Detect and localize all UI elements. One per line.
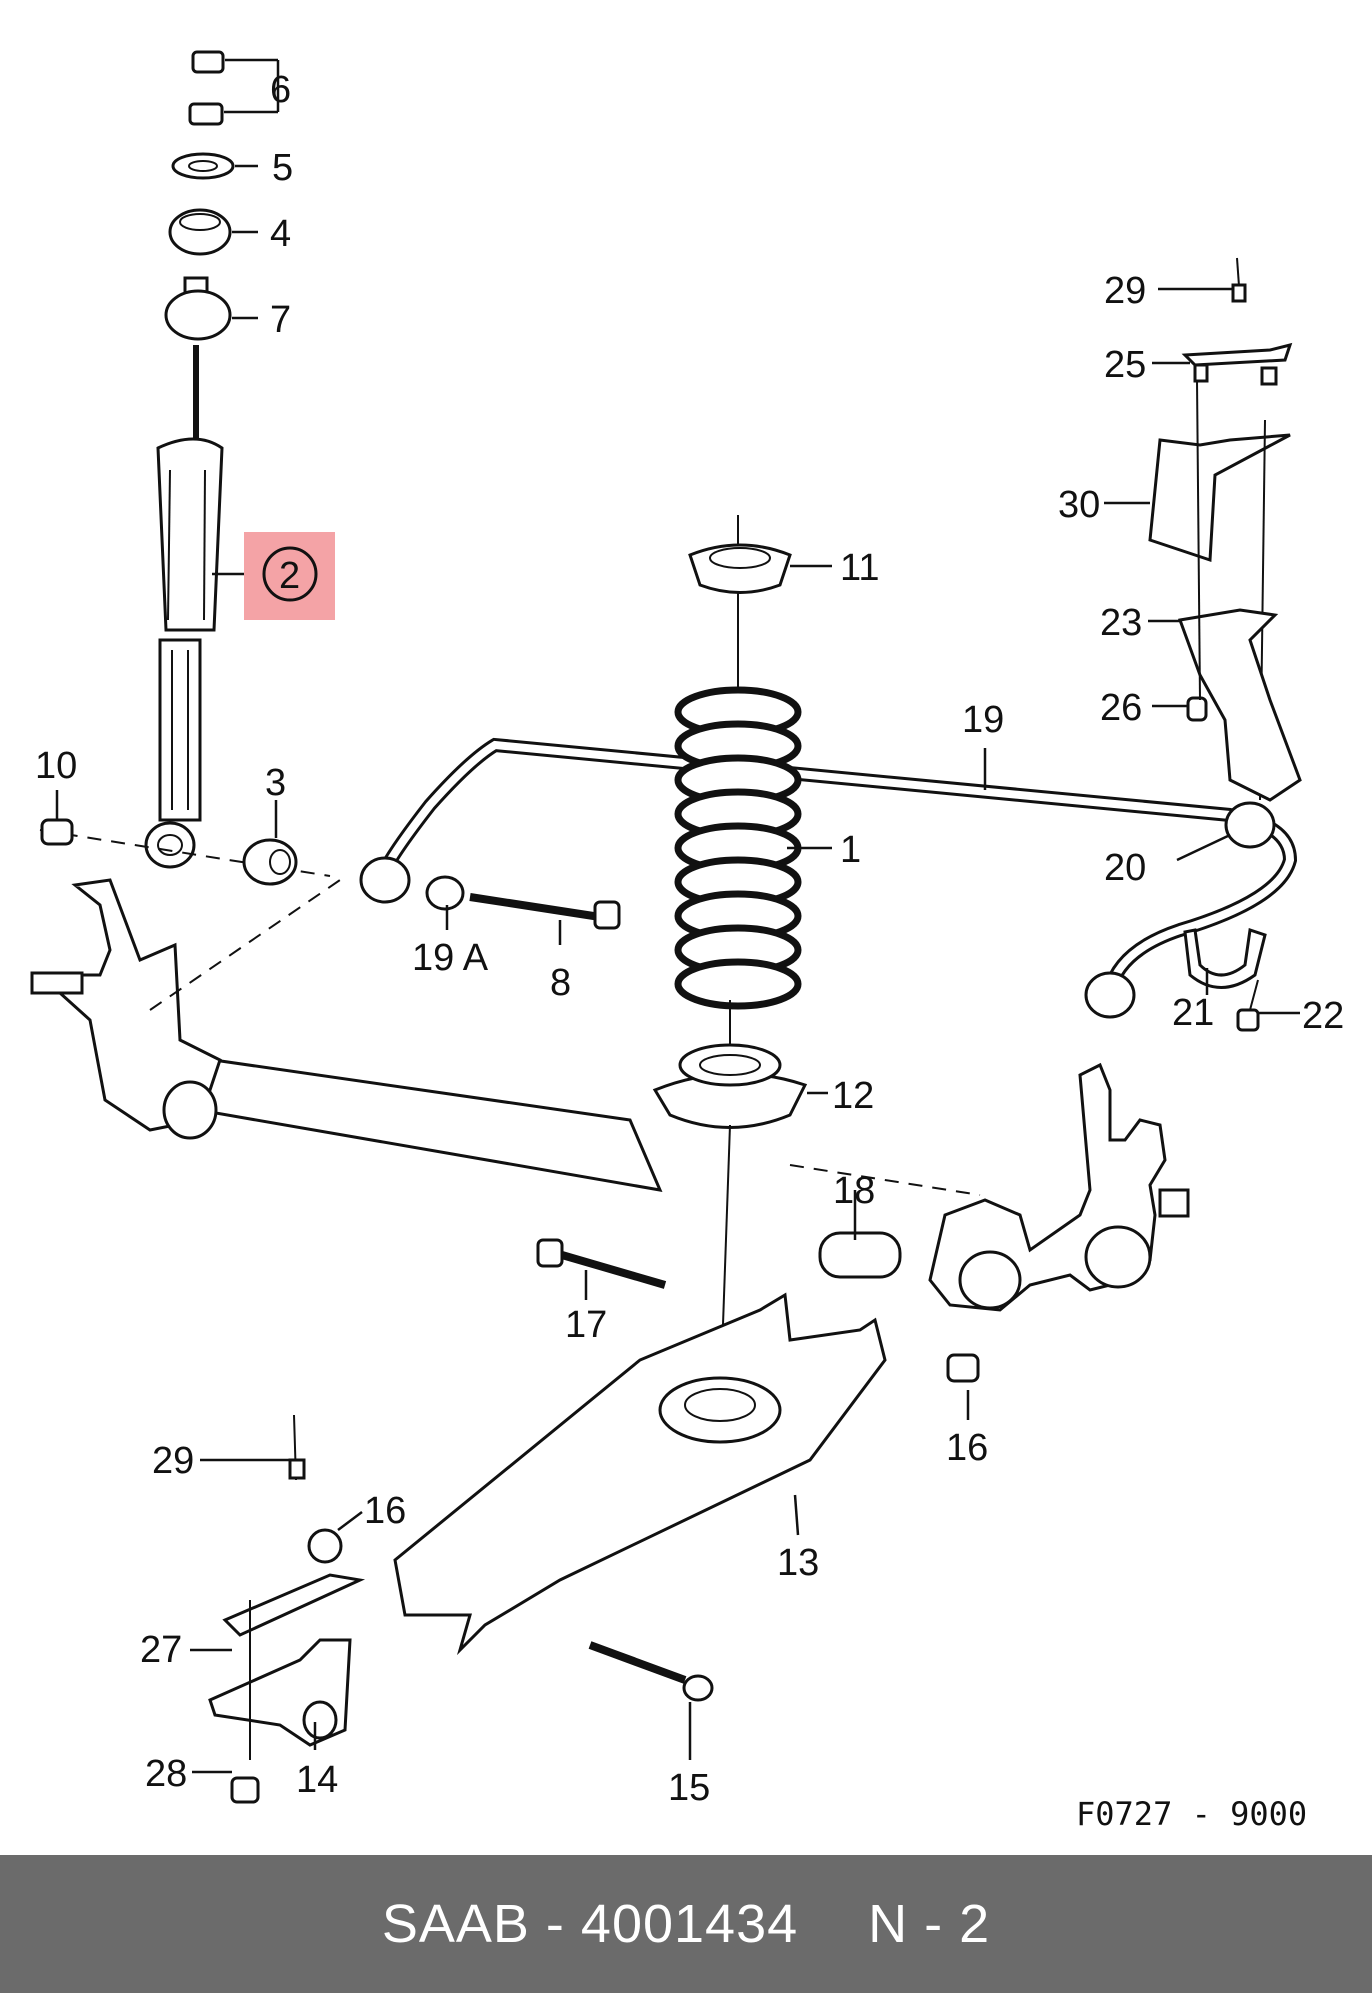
callout-28: 28	[145, 1753, 187, 1795]
callout-19a: 19 A	[412, 937, 489, 979]
callout-7: 7	[270, 299, 291, 341]
separator-dash: -	[529, 1894, 581, 1954]
callout-26: 26	[1100, 687, 1142, 729]
callout-16-left: 16	[364, 1490, 406, 1532]
coil-spring-drawing	[652, 515, 808, 1411]
part-info-footer: SAAB - 4001434 N - 2	[0, 1855, 1372, 1993]
callout-29-top: 29	[1104, 270, 1146, 312]
drawing-code: F0727 - 9000	[1076, 1795, 1307, 1833]
axle-beam-drawing	[30, 878, 663, 1192]
right-hub-drawing	[789, 1062, 1190, 1312]
callout-2-circle	[262, 546, 318, 602]
callout-3: 3	[265, 762, 286, 804]
bracket-assembly-drawing	[1148, 257, 1302, 802]
callout-18: 18	[833, 1170, 875, 1212]
brand-label: SAAB	[381, 1894, 530, 1954]
leader-lines	[55, 58, 1300, 1774]
callout-25: 25	[1104, 344, 1146, 386]
callout-1: 1	[840, 829, 861, 871]
callout-20: 20	[1104, 847, 1146, 889]
callout-5: 5	[272, 147, 293, 189]
callout-19: 19	[962, 699, 1004, 741]
pivot-bracket-drawing	[208, 1414, 366, 1804]
callout-17: 17	[565, 1304, 607, 1346]
callout-22: 22	[1302, 995, 1344, 1037]
callout-8: 8	[550, 962, 571, 1004]
callout-10: 10	[35, 745, 77, 787]
callout-labels: 6 5 4 7 2 10 3 19 A 8 11 1 12 19 20 21 2…	[35, 69, 1344, 1833]
callout-30: 30	[1058, 484, 1100, 526]
part-number: 4001434	[580, 1894, 799, 1954]
parts-diagram: 6 5 4 7 2 10 3 19 A 8 11 1 12 19 20 21 2…	[30, 50, 1344, 1833]
callout-11: 11	[840, 547, 879, 589]
callout-21: 21	[1172, 992, 1214, 1034]
callout-2: 2	[279, 555, 300, 597]
bushing-3-drawing	[242, 838, 298, 886]
callout-4: 4	[270, 213, 291, 255]
stabilizer-bar-drawing	[359, 737, 1298, 1032]
trailing-arm-drawing	[393, 1238, 980, 1702]
callout-15: 15	[668, 1767, 710, 1809]
position-code: N - 2	[868, 1894, 991, 1954]
spring-coil	[674, 958, 802, 1010]
callout-12: 12	[832, 1075, 874, 1117]
callout-29-bottom: 29	[152, 1440, 194, 1482]
nut-10-drawing	[40, 818, 74, 846]
callout-27: 27	[140, 1629, 182, 1671]
callout-14: 14	[296, 1759, 338, 1801]
callout-16-right: 16	[946, 1427, 988, 1469]
callout-23: 23	[1100, 602, 1142, 644]
callout-6: 6	[270, 69, 291, 111]
callout-13: 13	[777, 1542, 819, 1584]
